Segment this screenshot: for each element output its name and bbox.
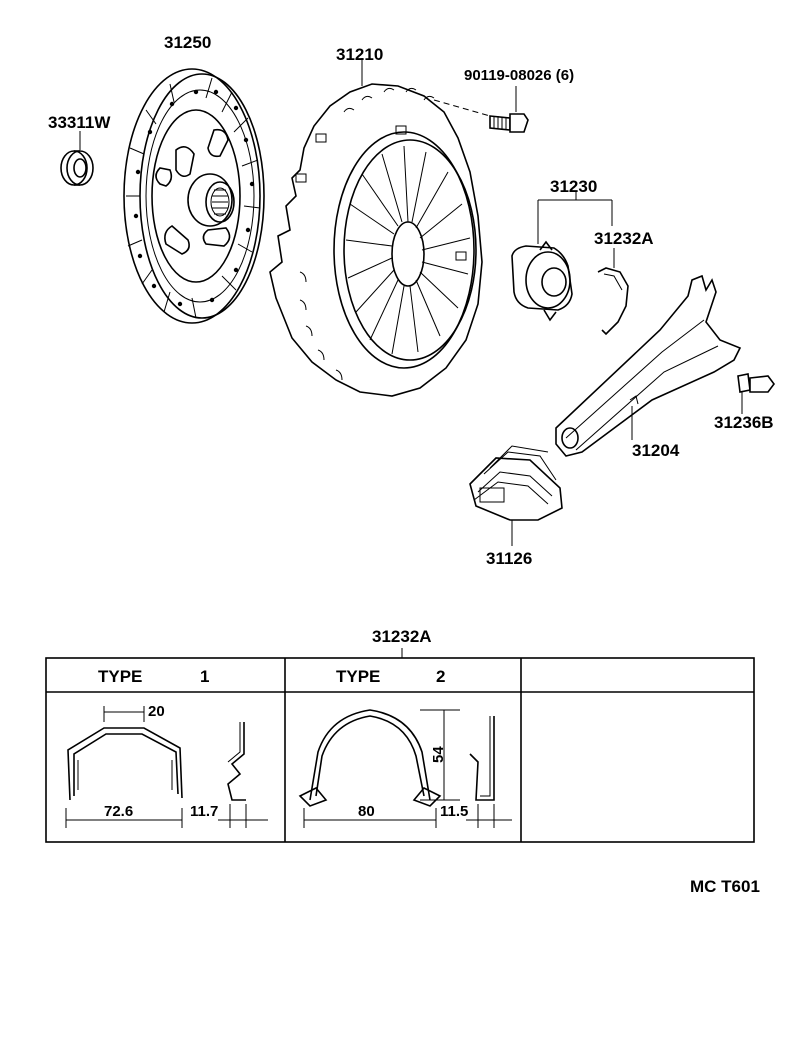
- type1-number: 1: [200, 667, 209, 686]
- type1-label: TYPE: [98, 667, 142, 686]
- label-pilot-bearing: 33311W: [48, 113, 111, 132]
- label-boot: 31126: [486, 549, 532, 568]
- fork-support: [737, 373, 775, 414]
- clip: [597, 248, 629, 336]
- bolt: [489, 86, 529, 133]
- type2-clip-side: 11.5: [440, 716, 512, 828]
- label-clutch-cover: 31210: [336, 45, 383, 64]
- label-clip: 31232A: [594, 229, 654, 248]
- type2-label: TYPE: [336, 667, 380, 686]
- table-title: 31232A: [372, 627, 432, 646]
- type2-dim-width: 80: [358, 803, 375, 820]
- type1-dim-side: 11.7: [190, 803, 218, 820]
- type1-clip-side: 11.7: [190, 722, 268, 828]
- label-clutch-disc: 31250: [164, 33, 211, 52]
- clutch-cover: [269, 58, 491, 397]
- label-release-bearing: 31230: [550, 177, 597, 196]
- release-fork: [555, 274, 742, 457]
- label-release-fork: 31204: [632, 441, 680, 460]
- pilot-bearing: [60, 131, 94, 186]
- type2-dim-side: 11.5: [440, 803, 468, 820]
- type1-dim-top: 20: [148, 703, 165, 720]
- type2-clip-front: 54 80: [298, 709, 460, 828]
- clutch-disc: [123, 68, 265, 324]
- label-bolt: 90119-08026 (6): [464, 67, 574, 84]
- type2-dim-height: 54: [430, 746, 447, 763]
- boot: [469, 445, 563, 546]
- clip-type-table: 31232A TYPE 1 TYPE 2 20 72.6: [45, 627, 755, 843]
- type1-clip-front: 20 72.6: [65, 703, 183, 828]
- type2-number: 2: [436, 667, 445, 686]
- diagram-code: MC T601: [690, 877, 760, 896]
- type1-dim-width: 72.6: [104, 803, 133, 820]
- release-bearing: [511, 192, 613, 322]
- label-fork-support: 31236B: [714, 413, 774, 432]
